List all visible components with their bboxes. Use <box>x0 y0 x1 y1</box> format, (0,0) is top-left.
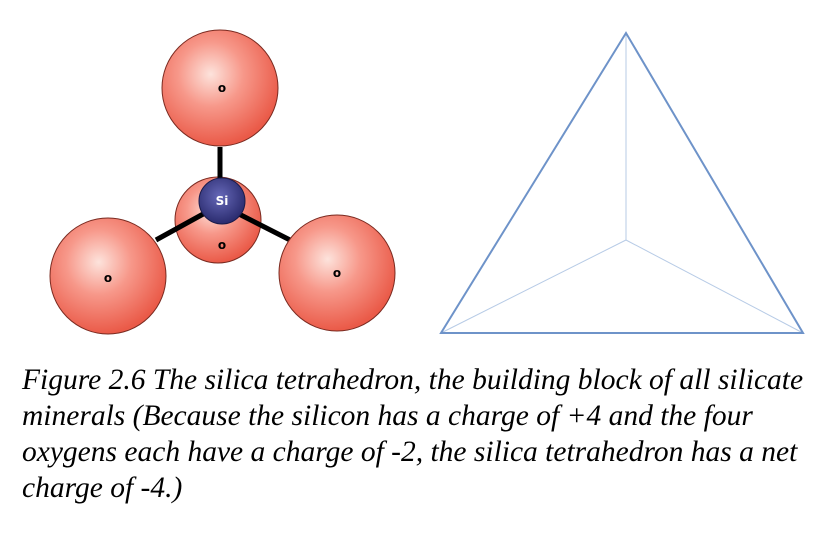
oxygen-label-left: o <box>104 271 112 285</box>
figure-caption: Figure 2.6 The silica tetrahedron, the b… <box>22 364 804 504</box>
oxygen-atom-top: o <box>161 29 279 147</box>
silica-tetrahedron-figure: o Si o o o <box>49 29 805 335</box>
tetrahedron-hidden-edge <box>625 239 804 334</box>
tetrahedron-hidden-edge <box>440 239 627 334</box>
bond-left <box>154 210 207 243</box>
oxygen-atom-right: o <box>278 214 396 332</box>
oxygen-label-back: o <box>218 238 226 252</box>
oxygen-atom-left: o <box>49 217 167 335</box>
bond-right <box>235 210 292 243</box>
tetrahedron-wireframe <box>439 31 805 334</box>
tetrahedron-outline <box>439 31 805 334</box>
silicon-label: Si <box>216 194 229 208</box>
silicon-atom: Si <box>198 177 246 225</box>
oxygen-label-top: o <box>218 81 226 95</box>
oxygen-label-right: o <box>333 266 341 280</box>
silica-molecule-model: o Si o o o <box>49 29 396 335</box>
